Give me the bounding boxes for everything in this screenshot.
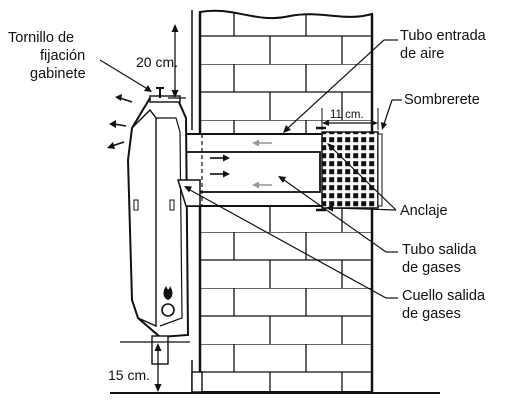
dimension-top-label: 20 cm. bbox=[136, 54, 178, 70]
cabinet-slot-2 bbox=[169, 199, 175, 211]
label-tornillo-1: Tornillo de bbox=[8, 30, 74, 46]
leader-anclaje bbox=[326, 143, 397, 212]
label-tubo-salida-1: Tubo salida bbox=[402, 242, 477, 258]
cabinet-top-plate bbox=[149, 95, 181, 103]
dimension-bottom bbox=[120, 341, 190, 392]
heat-exit-arrows bbox=[107, 94, 133, 149]
fixing-screw-icon bbox=[156, 87, 164, 98]
exhaust-flow-arrows bbox=[210, 154, 230, 178]
label-anclaje: Anclaje bbox=[400, 203, 448, 219]
exhaust-pipe bbox=[179, 151, 321, 193]
exhaust-neck bbox=[176, 179, 201, 207]
dimension-bottom-label: 15 cm. bbox=[108, 367, 150, 383]
heater-cabinet-inner bbox=[156, 117, 183, 327]
cabinet-slot-1 bbox=[133, 199, 139, 211]
flame-icon bbox=[161, 286, 175, 317]
leader-tubo-entrada bbox=[283, 39, 398, 133]
dimension-top bbox=[168, 24, 186, 99]
label-tornillo-2: fijación bbox=[40, 48, 85, 64]
dimension-cap bbox=[321, 108, 379, 130]
label-sombrerete: Sombrerete bbox=[404, 92, 480, 108]
heater-cabinet bbox=[126, 96, 190, 339]
wall-bracket-bottom bbox=[191, 371, 203, 393]
cap-body bbox=[321, 131, 379, 209]
cap-mesh-extension bbox=[377, 133, 383, 207]
label-tubo-entrada-2: de aire bbox=[400, 46, 444, 62]
leader-cuello bbox=[184, 186, 398, 299]
label-tubo-salida-2: de gases bbox=[402, 260, 461, 276]
label-tornillo-3: gabinete bbox=[30, 66, 86, 82]
leader-tornillo bbox=[99, 59, 152, 92]
label-cuello-2: de gases bbox=[402, 306, 461, 322]
air-flow-arrows bbox=[252, 139, 272, 189]
leader-tubo-salida bbox=[278, 176, 398, 253]
label-tubo-entrada-1: Tubo entrada bbox=[400, 28, 487, 44]
label-cuello-1: Cuello salida bbox=[402, 288, 486, 304]
leader-sombrerete bbox=[381, 99, 402, 130]
dimension-cap-label: 11 cm. bbox=[330, 109, 364, 121]
